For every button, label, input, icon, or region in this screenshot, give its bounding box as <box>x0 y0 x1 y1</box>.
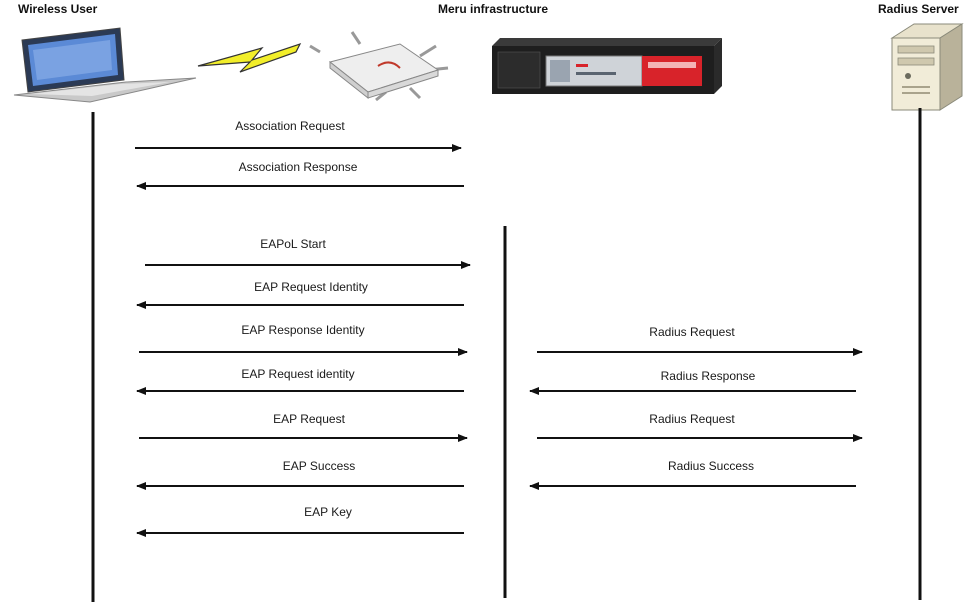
radius-request-label-1: Radius Request <box>649 325 735 339</box>
access-point-icon <box>309 31 449 102</box>
eap-response-identity-label: EAP Response Identity <box>241 323 365 337</box>
laptop-icon <box>13 27 197 103</box>
wireless-user-header: Wireless User <box>18 2 98 16</box>
eap-request-label: EAP Request <box>273 412 345 426</box>
radius-server-header: Radius Server <box>878 2 959 16</box>
eap-request-identity-label-1: EAP Request Identity <box>254 280 368 294</box>
eap-success-label: EAP Success <box>282 459 356 473</box>
association-request-label: Association Request <box>235 119 345 133</box>
eapol-start-label: EAPoL Start <box>260 237 326 251</box>
eap-key-label: EAP Key <box>304 505 352 519</box>
rack-controller-icon <box>492 38 722 94</box>
lightning-bolt-icon <box>197 42 302 73</box>
server-tower-icon <box>890 23 964 111</box>
eap-request-identity-label-2: EAP Request identity <box>241 367 355 381</box>
radius-success-label: Radius Success <box>667 459 755 473</box>
radius-response-label: Radius Response <box>660 369 756 383</box>
infrastructure-header: Meru infrastructure <box>438 2 549 16</box>
radius-request-label-2: Radius Request <box>649 412 735 426</box>
association-response-label: Association Response <box>238 160 358 174</box>
